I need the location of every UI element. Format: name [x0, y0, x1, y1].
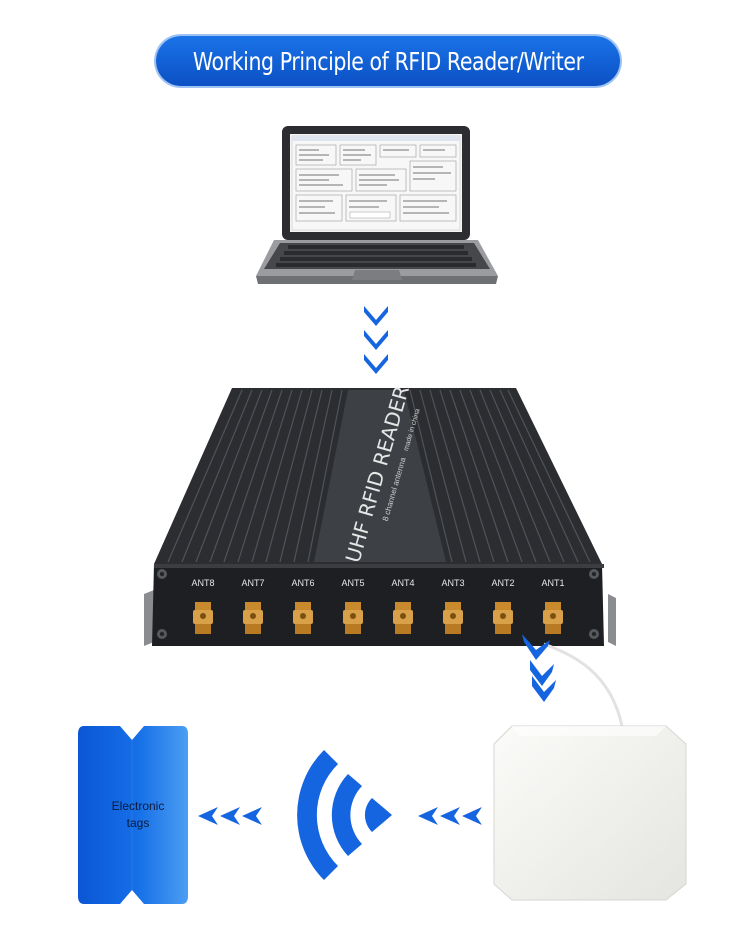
tag-label-line: Electronic [111, 799, 165, 813]
antenna-port-label: ANT6 [291, 578, 314, 588]
page-title: Working Principle of RFID Reader/Writer [192, 46, 584, 76]
antenna-port-label: ANT4 [391, 578, 414, 588]
antenna-port-label: ANT1 [541, 578, 564, 588]
antenna-port-label: ANT8 [191, 578, 214, 588]
software-window [291, 135, 461, 231]
laptop-computer [256, 126, 498, 284]
antenna-port-label: ANT2 [491, 578, 514, 588]
left-arrow-icon [418, 807, 482, 825]
antenna-cable [543, 642, 624, 727]
antenna-port-label: ANT5 [341, 578, 364, 588]
title-banner: Working Principle of RFID Reader/Writer [156, 36, 620, 86]
electronic-tag-card [78, 726, 188, 904]
down-arrow-icon [364, 306, 388, 374]
rfid-reader-device: UHF RFID READER 8 channel antenna made i… [144, 384, 616, 646]
antenna-port-label: ANT7 [241, 578, 264, 588]
sma-connectors [193, 602, 563, 634]
tag-label-line: tags [126, 816, 150, 830]
down-arrow-icon [522, 634, 556, 702]
antenna-port-label: ANT3 [441, 578, 464, 588]
left-arrow-icon [198, 807, 262, 825]
antenna-panel [493, 725, 687, 901]
electronic-tags-label: Electronic tags [95, 798, 181, 832]
wireless-signal-icon [297, 750, 392, 880]
